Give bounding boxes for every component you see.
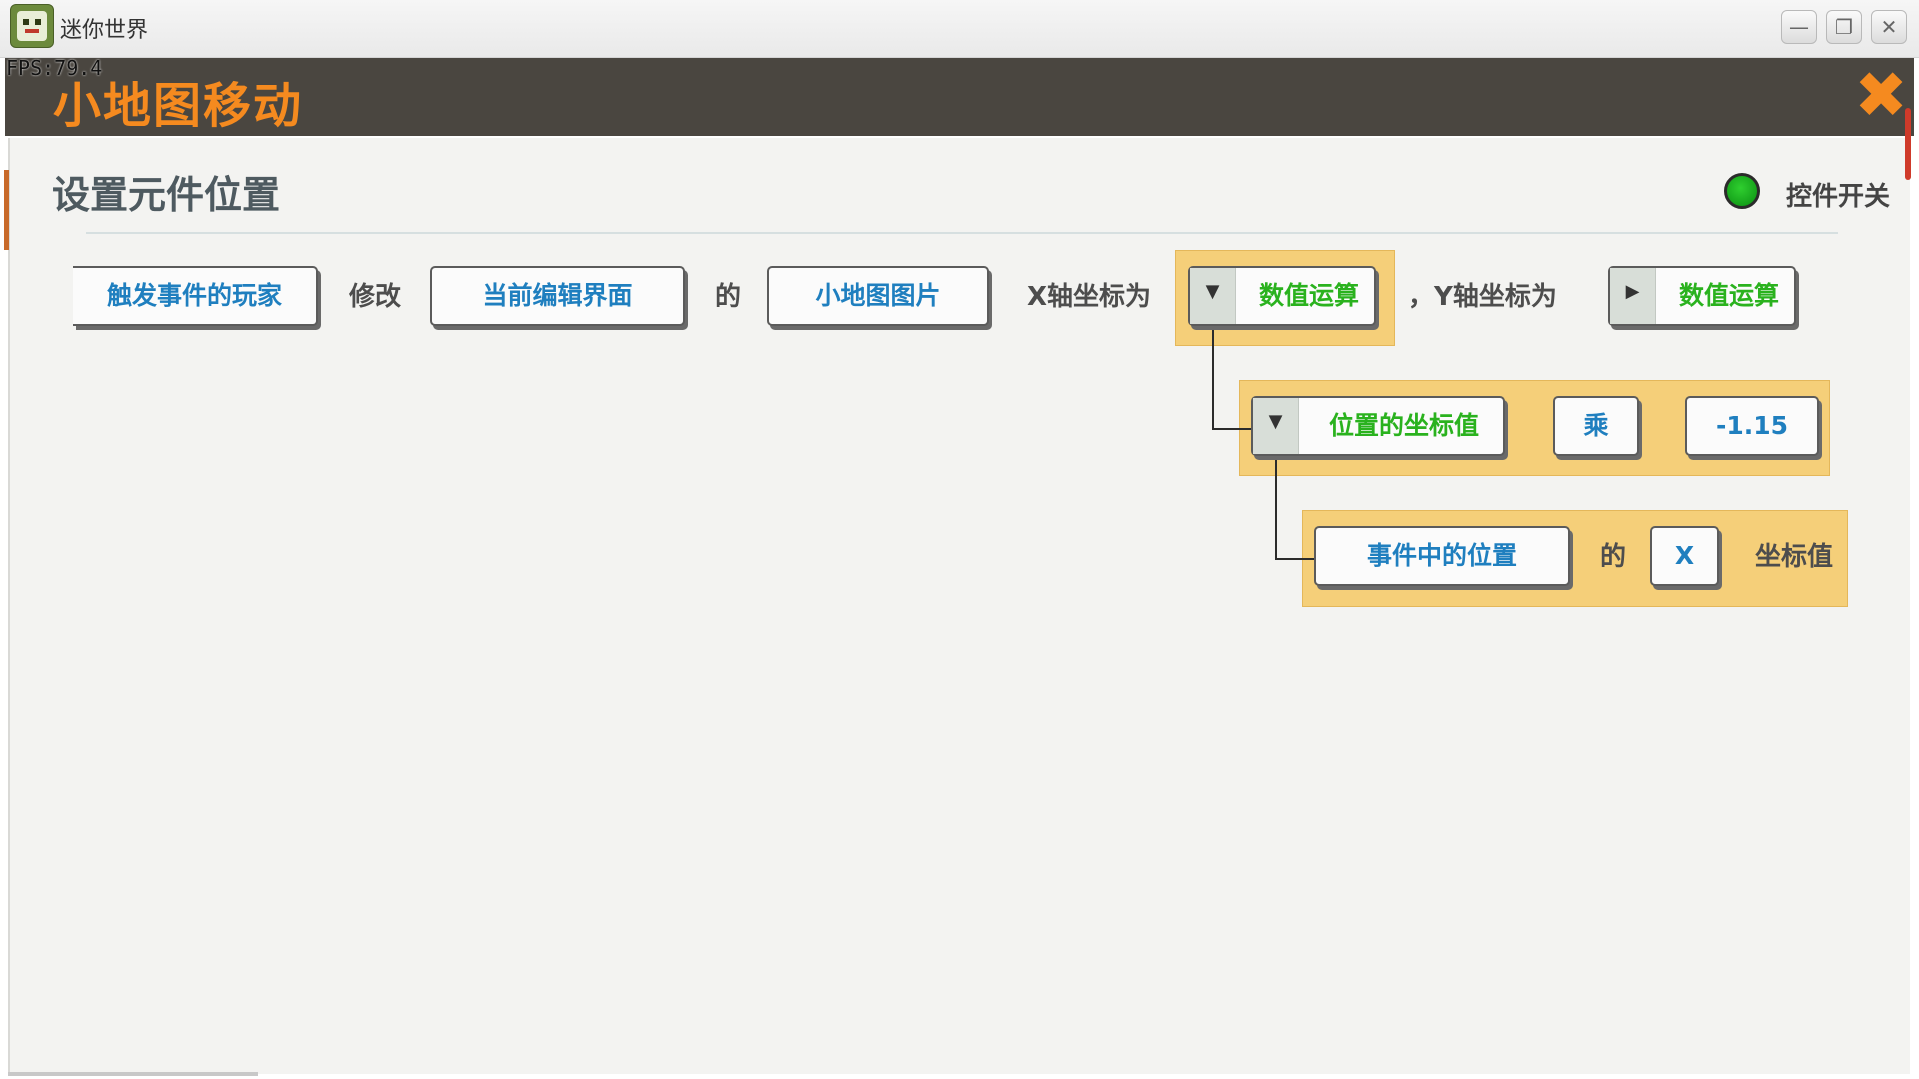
of-label: 的 [715,282,742,312]
minimize-button[interactable]: — [1781,10,1817,44]
minimap-image-chip[interactable]: 小地图图片 [767,266,989,326]
trigger-player-chip[interactable]: 触发事件的玩家 [73,266,318,326]
x-axis-label: X轴坐标为 [1027,282,1152,312]
current-ui-chip[interactable]: 当前编辑界面 [430,266,685,326]
section-divider [86,232,1838,234]
control-toggle-indicator[interactable] [1724,173,1760,209]
y-axis-label: ，Y轴坐标为 [1408,282,1557,312]
vertical-scrollbar[interactable] [1905,108,1911,180]
maximize-button[interactable]: ❐ [1826,10,1862,44]
editor-header: 小地图移动 ✖ [5,58,1914,136]
collapse-arrow-icon[interactable]: ▼ [1190,268,1236,324]
close-icon[interactable]: ✖ [1854,59,1908,133]
window-titlebar: 迷你世界 — ❐ ✕ [0,0,1919,58]
fps-counter: FPS:79.4 [6,56,103,80]
number-input-chip[interactable]: -1.15 [1685,396,1819,456]
x-value-operation-chip[interactable]: ▼ 数值运算 [1188,266,1376,326]
expand-arrow-icon[interactable]: ▶ [1610,268,1656,324]
coordinate-value-label: 坐标值 [1755,542,1834,572]
axis-select-chip[interactable]: X [1650,526,1719,586]
modify-label: 修改 [349,282,402,312]
of-label: 的 [1600,542,1627,572]
collapse-arrow-icon[interactable]: ▼ [1253,398,1299,454]
window-title: 迷你世界 [60,18,149,43]
page-title: 小地图移动 [53,78,304,134]
section-title: 设置元件位置 [52,173,281,217]
tree-connector [1275,558,1315,560]
tree-connector [1212,428,1252,430]
window-close-button[interactable]: ✕ [1871,10,1907,44]
left-edge-accent [4,170,9,250]
tree-connector [1275,452,1277,560]
event-position-chip[interactable]: 事件中的位置 [1314,526,1570,586]
multiply-operator-chip[interactable]: 乘 [1553,396,1639,456]
control-toggle-label: 控件开关 [1786,182,1891,212]
horizontal-scrollbar[interactable] [8,1072,258,1076]
y-value-operation-chip[interactable]: ▶ 数值运算 [1608,266,1796,326]
app-icon [10,4,54,48]
tree-connector [1212,320,1214,430]
position-coordinate-chip[interactable]: ▼ 位置的坐标值 [1251,396,1505,456]
